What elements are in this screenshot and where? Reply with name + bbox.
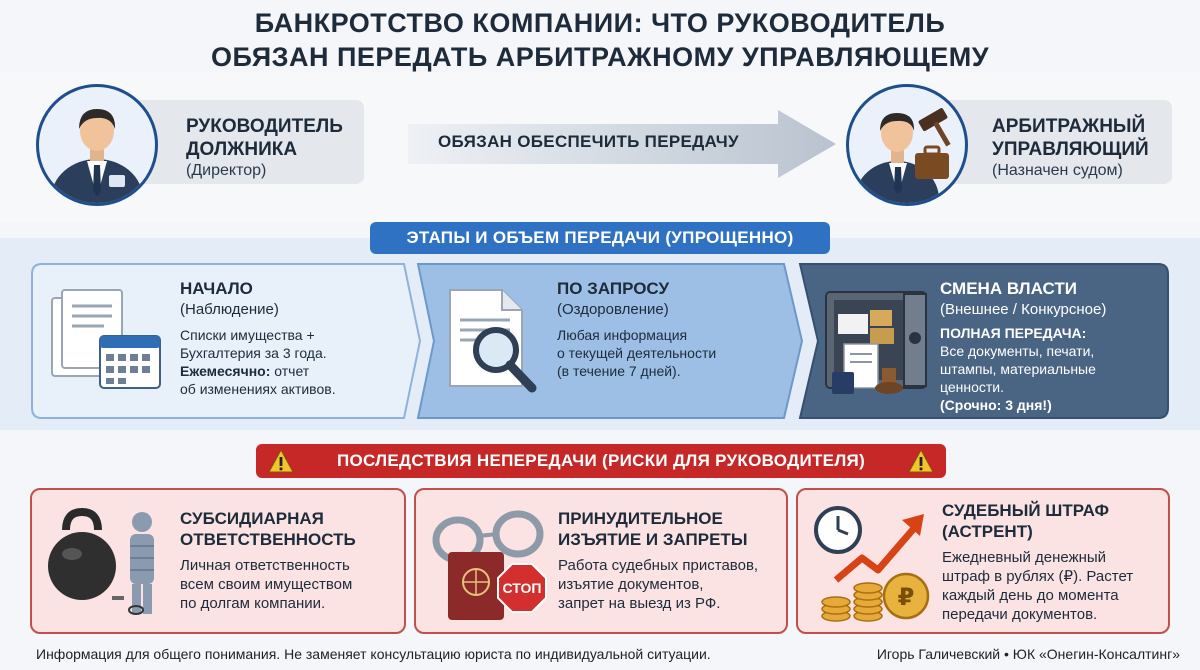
director-avatar-icon (36, 84, 158, 206)
risk-text-line: Личная ответственность (180, 557, 350, 574)
risk-text: Ежедневный денежный штраф в рублях (₽). … (942, 548, 1168, 624)
risk-text-line: Работа судебных приставов, (558, 557, 759, 574)
risk-text-line: передачи документов. (942, 606, 1098, 623)
stage-text-line: Бухгалтерия за 3 года. (180, 345, 327, 361)
ruble-coin-symbol: ₽ (898, 583, 915, 611)
manager-subtitle: (Назначен судом) (992, 162, 1123, 179)
risk-title-line: СУДЕБНЫЙ ШТРАФ (942, 501, 1109, 520)
stage-text-line: Все документы, печати, (940, 343, 1095, 359)
stage-text-bold: Ежемесячно: (180, 363, 271, 379)
risk-text-line: каждый день до момента (942, 587, 1119, 604)
risk-title-line: ИЗЪЯТИЕ И ЗАПРЕТЫ (558, 530, 748, 549)
risks-header: ПОСЛЕДСТВИЯ НЕПЕРЕДАЧИ (РИСКИ ДЛЯ РУКОВО… (256, 444, 946, 478)
risk-title: СУДЕБНЫЙ ШТРАФ (АСТРЕНТ) (942, 500, 1109, 542)
risk-card-subsidiary: СУБСИДИАРНАЯ ОТВЕТСТВЕННОСТЬ Личная отве… (30, 488, 406, 634)
stage-text: Списки имущества + Бухгалтерия за 3 года… (180, 326, 400, 398)
warning-icon (268, 449, 294, 473)
document-search-icon (449, 289, 537, 393)
right-arrow-icon (408, 110, 836, 178)
risk-title: СУБСИДИАРНАЯ ОТВЕТСТВЕННОСТЬ (180, 508, 356, 550)
stage-text: ПОЛНАЯ ПЕРЕДАЧА: Все документы, печати, … (940, 324, 1160, 414)
warning-icon (908, 449, 934, 473)
risk-text-line: изъятие документов, (558, 576, 704, 593)
risk-text: Личная ответственность всем своим имущес… (180, 556, 400, 613)
handcuffs-passport-icon: СТОП (432, 510, 547, 620)
stage-text-bold: (Срочно: 3 дня!) (940, 397, 1052, 413)
risk-card-enforcement: СТОП ПРИНУДИТЕЛЬНОЕ ИЗЪЯТИЕ И ЗАПРЕТЫ Ра… (414, 488, 788, 634)
transfer-arrow: ОБЯЗАН ОБЕСПЕЧИТЬ ПЕРЕДАЧУ (408, 110, 838, 178)
stages-header: ЭТАПЫ И ОБЪЕМ ПЕРЕДАЧИ (УПРОЩЕННО) (370, 222, 830, 254)
documents-calendar-icon (51, 289, 161, 389)
stage-text-rest: отчет (270, 363, 310, 379)
risk-text-line: по долгам компании. (180, 595, 326, 612)
footer-author: Игорь Галичевский • ЮК «Онегин-Консалтин… (876, 646, 1180, 662)
footer-disclaimer: Информация для общего понимания. Не заме… (36, 646, 711, 662)
stage-text-bold: ПОЛНАЯ ПЕРЕДАЧА: (940, 325, 1087, 341)
risk-text-line: всем своим имуществом (180, 576, 353, 593)
title-line-2: ОБЯЗАН ПЕРЕДАТЬ АРБИТРАЖНОМУ УПРАВЛЯЮЩЕМ… (210, 42, 990, 72)
risk-title-line: (АСТРЕНТ) (942, 522, 1033, 541)
stage-text-line: штампы, материальные (940, 361, 1096, 377)
page-title: БАНКРОТСТВО КОМПАНИИ: ЧТО РУКОВОДИТЕЛЬ О… (0, 6, 1200, 74)
director-name-line-2: ДОЛЖНИКА (186, 139, 298, 160)
risk-title-line: ПРИНУДИТЕЛЬНОЕ (558, 509, 723, 528)
fine-growth-icon: ₽ (814, 506, 930, 622)
stage-title: НАЧАЛО (180, 279, 253, 298)
stage-subtitle: (Оздоровление) (557, 301, 669, 318)
risk-title-line: СУБСИДИАРНАЯ (180, 509, 324, 528)
manager-name-line-2: УПРАВЛЯЮЩИЙ (992, 139, 1149, 160)
stage-text-line: об изменениях активов. (180, 381, 336, 397)
stage-text-line: Ежемесячно: отчет (180, 362, 400, 380)
arbitration-manager-icon (846, 84, 968, 206)
director-subtitle: (Директор) (186, 162, 267, 179)
manager-text: АРБИТРАЖНЫЙ УПРАВЛЯЮЩИЙ (Назначен судом) (992, 115, 1168, 181)
risk-text-line: Ежедневный денежный (942, 549, 1107, 566)
director-text: РУКОВОДИТЕЛЬ ДОЛЖНИКА (Директор) (186, 115, 361, 181)
risks-header-label: ПОСЛЕДСТВИЯ НЕПЕРЕДАЧИ (РИСКИ ДЛЯ РУКОВО… (336, 451, 866, 470)
risk-card-fine: ₽ СУДЕБНЫЙ ШТРАФ (АСТРЕНТ) Ежедневный де… (796, 488, 1170, 634)
stage-text-line: Списки имущества + (180, 327, 315, 343)
risk-text: Работа судебных приставов, изъятие докум… (558, 556, 784, 613)
stage-subtitle: (Наблюдение) (180, 301, 279, 318)
stage-subtitle: (Внешнее / Конкурсное) (940, 301, 1107, 318)
stage-text-line: ценности. (940, 379, 1005, 395)
stop-sign-label: СТОП (503, 580, 542, 596)
kettlebell-prisoner-icon (48, 507, 154, 615)
risk-title: ПРИНУДИТЕЛЬНОЕ ИЗЪЯТИЕ И ЗАПРЕТЫ (558, 508, 747, 550)
safe-icon (825, 291, 927, 394)
manager-name-line-1: АРБИТРАЖНЫЙ (992, 116, 1146, 137)
transfer-label: ОБЯЗАН ОБЕСПЕЧИТЬ ПЕРЕДАЧУ (438, 132, 739, 151)
stage-text-line: о текущей деятельности (557, 345, 717, 361)
stage-text: Любая информация о текущей деятельности … (557, 326, 777, 380)
stage-text-line: Любая информация (557, 327, 688, 343)
risk-title-line: ОТВЕТСТВЕННОСТЬ (180, 530, 356, 549)
stage-title: СМЕНА ВЛАСТИ (940, 279, 1077, 298)
director-name-line-1: РУКОВОДИТЕЛЬ (186, 116, 343, 137)
risk-text-line: запрет на выезд из РФ. (558, 595, 721, 612)
title-line-1: БАНКРОТСТВО КОМПАНИИ: ЧТО РУКОВОДИТЕЛЬ (254, 8, 946, 38)
stage-text-line: (в течение 7 дней). (557, 363, 681, 379)
stage-title: ПО ЗАПРОСУ (557, 279, 670, 298)
risk-text-line: штраф в рублях (₽). Растет (942, 568, 1134, 585)
